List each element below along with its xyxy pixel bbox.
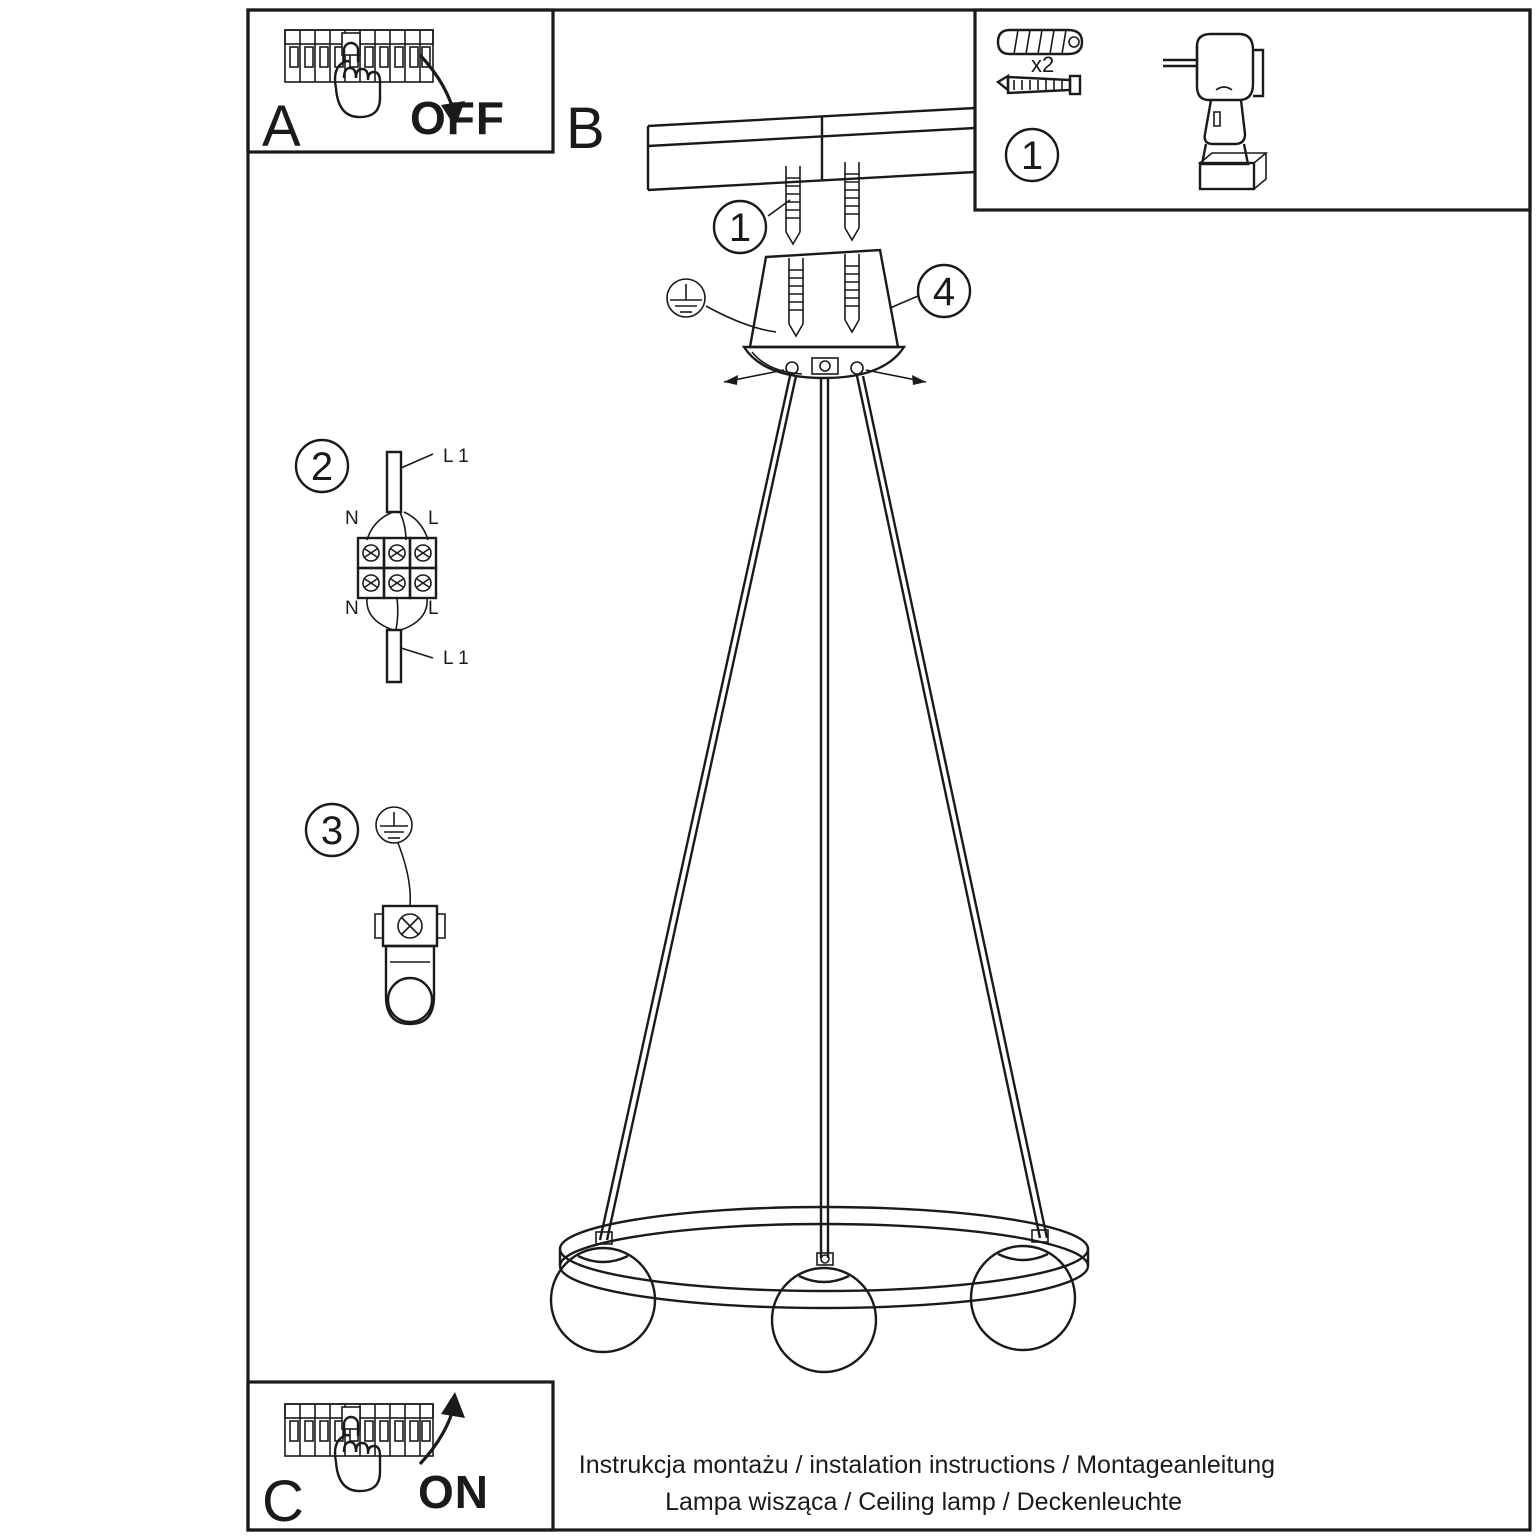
terminal-cells — [356, 536, 438, 600]
canopy-direction-arrows — [723, 369, 927, 385]
svg-text:N: N — [345, 598, 359, 619]
lamp-ring — [558, 1205, 1090, 1310]
globe-left — [549, 1246, 657, 1354]
svg-text:L: L — [428, 508, 439, 529]
svg-text:L: L — [428, 598, 439, 619]
ceiling-screws — [785, 162, 860, 246]
globe-right — [969, 1244, 1077, 1352]
suspension-cables — [598, 375, 1049, 1258]
callout-4: 4 — [889, 263, 972, 319]
globe-center — [770, 1266, 878, 1374]
panel-a: A OFF — [246, 8, 555, 159]
earth-ground-icon-step3 — [375, 806, 413, 844]
panel-a-border — [246, 8, 555, 154]
panel-c-letter: C — [262, 1469, 304, 1534]
panel-a-off-label: OFF — [410, 92, 505, 144]
lamp-canopy — [741, 248, 907, 380]
hand-icon-a — [333, 41, 382, 119]
svg-text:4: 4 — [933, 270, 955, 314]
panel-tools: x2 1 — [973, 8, 1532, 212]
wall-plug-icon — [996, 28, 1084, 56]
breaker-block-a — [284, 29, 434, 83]
svg-text:3: 3 — [321, 809, 343, 853]
page-border — [246, 8, 1532, 1532]
callout-1-tools: 1 — [1004, 127, 1060, 183]
caption-line-1: Instrukcja montażu / instalation instruc… — [579, 1451, 1275, 1479]
svg-text:L 1: L 1 — [443, 648, 469, 669]
hand-icon-c — [333, 1415, 382, 1493]
panel-b-letter: B — [566, 96, 605, 161]
svg-text:1: 1 — [1021, 134, 1043, 178]
screw-icon — [995, 73, 1082, 96]
svg-text:1: 1 — [729, 206, 751, 250]
arrow-off-icon — [418, 53, 465, 127]
panel-c: C ON — [246, 1380, 555, 1534]
earth-terminal-part — [374, 904, 446, 1026]
cordless-drill-icon — [1163, 32, 1269, 191]
svg-text:N: N — [345, 508, 359, 529]
caption-line-2: Lampa wisząca / Ceiling lamp / Deckenleu… — [665, 1488, 1182, 1516]
svg-text:L 1: L 1 — [443, 446, 469, 467]
breaker-block-c — [284, 1403, 434, 1457]
tools-quantity: x2 — [1031, 52, 1054, 77]
panel-c-on-label: ON — [418, 1466, 489, 1518]
svg-text:2: 2 — [311, 445, 333, 489]
panel-a-letter: A — [262, 94, 301, 159]
ceiling-slab — [646, 106, 977, 192]
panel-tools-border — [973, 8, 1532, 212]
step-3-earth: 3 — [304, 802, 446, 1026]
arrow-on-icon — [418, 1392, 465, 1466]
panel-c-border — [246, 1380, 555, 1532]
earth-ground-icon-canopy — [666, 278, 777, 333]
lamp-globes — [549, 1244, 1077, 1374]
callout-1-ceiling: 1 — [712, 199, 791, 255]
step-2-terminal-block: 2 L 1 N L — [294, 438, 469, 684]
